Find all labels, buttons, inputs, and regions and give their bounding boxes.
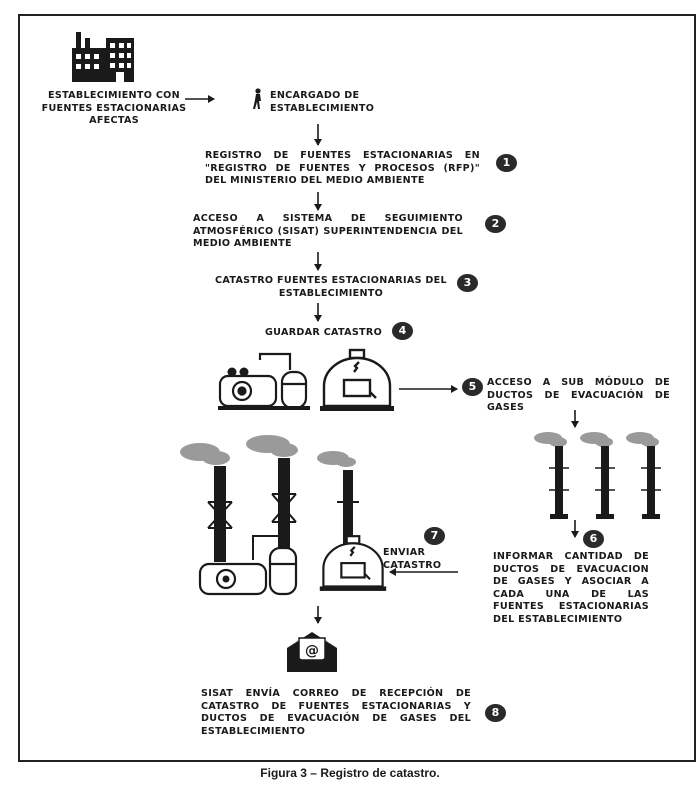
furnace-icon-2 [319, 535, 387, 591]
svg-text:@: @ [305, 643, 319, 659]
step1-badge: 1 [496, 154, 517, 172]
node-step8: SISAT ENVÍA CORREO DE RECEPCIÓN DE CATAS… [201, 688, 471, 737]
step3-badge: 3 [457, 274, 478, 292]
step6-badge: 6 [583, 530, 604, 548]
step2-badge: 2 [485, 215, 506, 233]
factory-icon [72, 32, 134, 82]
node-step2: ACCESO A SISTEMA DE SEGUIMIENTO ATMOSFÉR… [193, 213, 463, 249]
node-step7: ENVIAR CATASTRO [383, 547, 442, 571]
node-step6: INFORMAR CANTIDAD DE DUCTOS DE EVACUACIO… [493, 551, 649, 625]
node-encargado: ENCARGADO DE ESTABLECIMIENTO [270, 90, 375, 114]
node-step3: CATASTRO FUENTES ESTACIONARIAS DEL ESTAB… [215, 275, 447, 299]
step8-badge: 8 [485, 704, 506, 722]
furnace-icon [320, 348, 394, 411]
industrial-plant-icon [180, 435, 359, 596]
step5-badge: 5 [462, 378, 483, 396]
compressor-icon [218, 352, 310, 410]
node-establecimiento: ESTABLECIMIENTO CON FUENTES ESTACIONARIA… [41, 90, 187, 126]
step4-badge: 4 [392, 322, 413, 340]
node-step4: GUARDAR CATASTRO [265, 327, 383, 338]
email-envelope-icon: @ [287, 632, 337, 672]
figure-caption: Figura 3 – Registro de catastro. [260, 766, 440, 780]
node-step1: REGISTRO DE FUENTES ESTACIONARIAS EN "RE… [205, 150, 480, 186]
diagram-frame [18, 14, 696, 762]
chimney-stack-icon [534, 432, 661, 519]
node-step5: ACCESO A SUB MÓDULO DE DUCTOS DE EVACUAC… [487, 377, 670, 413]
step7-badge: 7 [424, 527, 445, 545]
person-walking-icon [253, 88, 261, 109]
